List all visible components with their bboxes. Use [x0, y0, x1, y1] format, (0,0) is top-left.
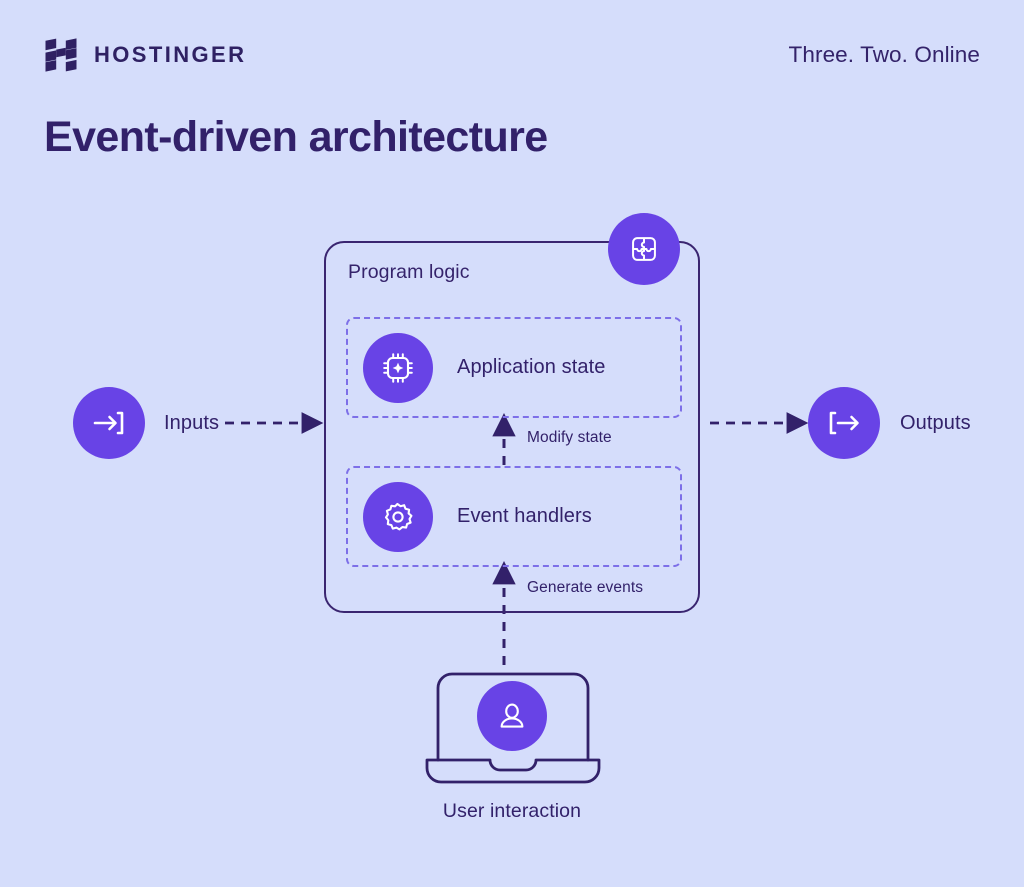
cpu-chip-sparkle-icon: [363, 332, 433, 403]
edge-label-modify-state: Modify state: [527, 429, 612, 446]
outputs-endpoint[interactable]: Outputs: [808, 387, 971, 459]
inputs-endpoint[interactable]: Inputs: [73, 387, 219, 459]
page-title: Event-driven architecture: [44, 113, 548, 161]
outputs-label: Outputs: [900, 411, 971, 434]
brand-name: HOSTINGER: [94, 42, 247, 67]
page-header: HOSTINGER Three. Two. Online: [44, 33, 980, 77]
puzzle-icon: [608, 213, 680, 285]
inputs-label: Inputs: [164, 411, 220, 434]
event-handlers-block[interactable]: Event handlers: [346, 466, 682, 567]
gear-icon: [363, 481, 433, 552]
arrow-into-bracket-icon: [73, 387, 145, 459]
application-state-block[interactable]: Application state: [346, 317, 682, 418]
tagline: Three. Two. Online: [788, 42, 980, 67]
laptop-icon: [424, 664, 602, 788]
user-interaction-label: User interaction: [442, 800, 582, 822]
application-state-label: Application state: [457, 356, 606, 378]
arrow-out-of-bracket-icon: [808, 387, 880, 459]
brand: HOSTINGER: [44, 38, 246, 72]
user-person-icon: [477, 681, 547, 751]
hostinger-h-logo-icon: [44, 38, 78, 72]
edge-label-generate-events: Generate events: [527, 579, 644, 596]
event-handlers-label: Event handlers: [457, 505, 592, 527]
program-logic-card: Program logic Application state: [324, 241, 700, 613]
program-logic-title: Program logic: [348, 261, 470, 283]
